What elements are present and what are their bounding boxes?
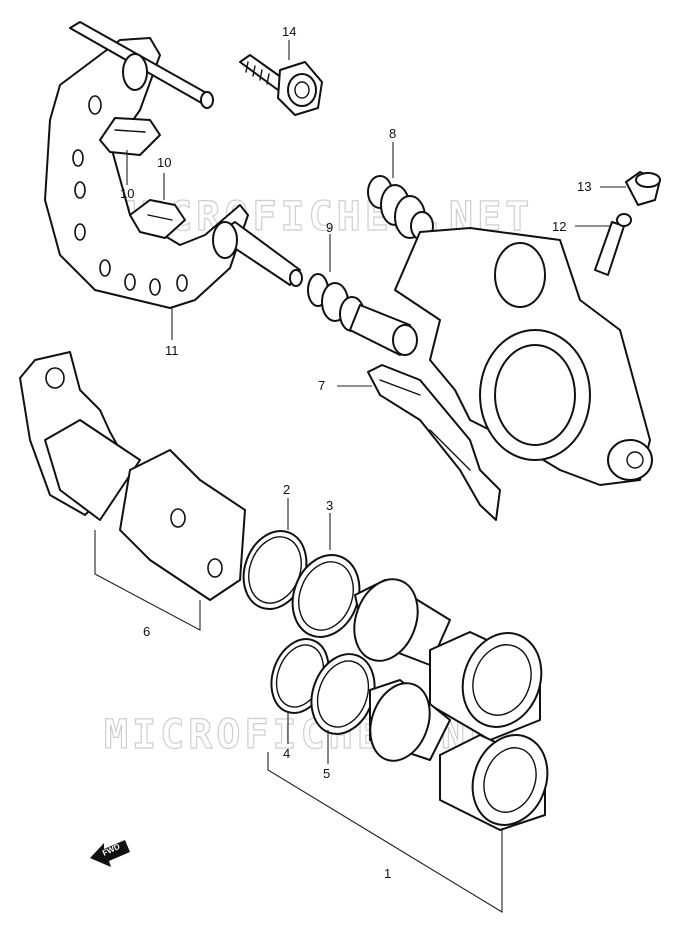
callout-3: 3 bbox=[326, 498, 333, 513]
callout-1: 1 bbox=[384, 866, 391, 881]
pad-spring-part-10-upper bbox=[99, 117, 161, 156]
caliper-bracket-part-11 bbox=[44, 21, 303, 309]
callout-13: 13 bbox=[577, 179, 591, 194]
pad-retainer-part-7 bbox=[367, 364, 501, 521]
slide-pin-part-9 bbox=[307, 273, 418, 356]
bleeder-screw-part-12 bbox=[594, 213, 632, 276]
callout-9: 9 bbox=[326, 220, 333, 235]
bleeder-cap-part-13 bbox=[625, 171, 661, 206]
callout-12: 12 bbox=[552, 219, 566, 234]
mounting-bolt-part-14 bbox=[239, 54, 323, 116]
leader-lines bbox=[94, 40, 626, 913]
callout-14: 14 bbox=[282, 24, 296, 39]
callout-10-upper: 10 bbox=[157, 155, 171, 170]
forward-direction-arrow: FWD bbox=[90, 840, 130, 867]
piston-cylinder-lower bbox=[439, 734, 549, 831]
callout-4: 4 bbox=[283, 746, 290, 761]
callout-10-lower: 10 bbox=[120, 186, 134, 201]
pin-boot-part-8 bbox=[367, 175, 434, 241]
brake-pad-set-part-6 bbox=[19, 351, 246, 601]
piston-upper bbox=[353, 578, 451, 666]
callout-5: 5 bbox=[323, 766, 330, 781]
pad-spring-part-10-lower bbox=[129, 199, 186, 239]
piston-lower bbox=[369, 679, 451, 762]
callout-7: 7 bbox=[318, 378, 325, 393]
dust-seal-part-3 bbox=[291, 554, 361, 638]
caliper-body bbox=[394, 227, 653, 486]
callout-labels: 14 8 10 10 13 12 9 11 7 2 3 6 4 5 1 bbox=[120, 24, 591, 881]
callout-2: 2 bbox=[283, 482, 290, 497]
callout-11: 11 bbox=[165, 343, 179, 358]
piston-cylinder-upper bbox=[429, 631, 543, 741]
callout-8: 8 bbox=[389, 126, 396, 141]
callout-6: 6 bbox=[143, 624, 150, 639]
